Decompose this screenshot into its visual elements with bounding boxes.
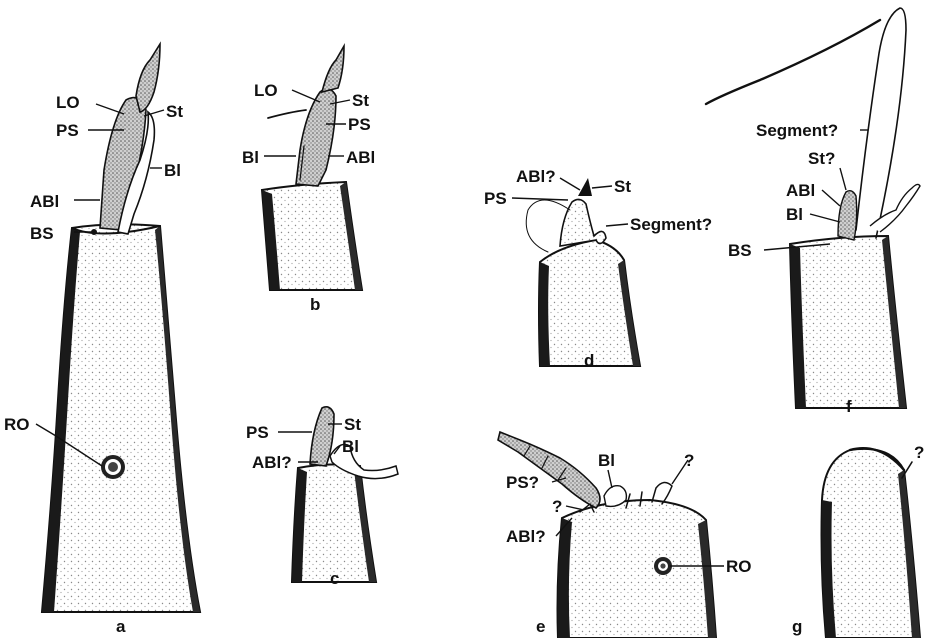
label-a-st: St: [166, 102, 183, 121]
label-c-st: St: [344, 415, 361, 434]
label-e-ps: PS?: [506, 473, 539, 492]
panel-d-tip: [578, 178, 592, 196]
label-d-segment: Segment?: [630, 215, 712, 234]
label-f-segment: Segment?: [756, 121, 838, 140]
panel-letter-g: g: [792, 617, 802, 636]
panel-letter-c: c: [330, 569, 339, 588]
label-a-bs: BS: [30, 224, 54, 243]
panel-d: [526, 178, 640, 366]
label-d-ps: PS: [484, 189, 507, 208]
panel-a-tip: [136, 44, 160, 112]
panel-e-ro-organ: [654, 557, 672, 575]
label-b-lo: LO: [254, 81, 278, 100]
panel-d-apical-lobe: [560, 199, 606, 246]
panel-a-ro-organ: [101, 455, 125, 479]
label-c-abl: ABl?: [252, 453, 292, 472]
label-c-bl: Bl: [342, 437, 359, 456]
panel-letter-a: a: [116, 617, 126, 636]
panel-b-tip: [322, 46, 344, 92]
label-e-bl: Bl: [598, 451, 615, 470]
label-a-abl: ABl: [30, 192, 59, 211]
label-d-abl: ABl?: [516, 167, 556, 186]
label-f-abl: ABl: [786, 181, 815, 200]
label-b-ps: PS: [348, 115, 371, 134]
panel-f-side-seta: [870, 184, 920, 232]
label-a-lo: LO: [56, 93, 80, 112]
label-a-ro: RO: [4, 415, 30, 434]
label-d-st: St: [614, 177, 631, 196]
label-e-q2: ?: [552, 497, 562, 516]
panel-g: [822, 448, 921, 638]
label-a-ps: PS: [56, 121, 79, 140]
label-a-bl: Bl: [164, 161, 181, 180]
panel-e-bl-process: [604, 486, 626, 507]
panel-e-segment-body: [558, 500, 717, 638]
label-f-bs: BS: [728, 241, 752, 260]
panel-f: [706, 8, 920, 408]
label-b-bl: Bl: [242, 148, 259, 167]
panel-f-sensillum: [838, 191, 857, 240]
label-b-st: St: [352, 91, 369, 110]
label-f-bl: Bl: [786, 205, 803, 224]
panel-f-curved-seta: [706, 20, 880, 104]
panel-e-segmented-process: [498, 432, 600, 508]
label-f-st: St?: [808, 149, 835, 168]
label-c-ps: PS: [246, 423, 269, 442]
label-e-abl: ABl?: [506, 527, 546, 546]
panel-letter-d: d: [584, 351, 594, 370]
panel-letter-b: b: [310, 295, 320, 314]
panel-letter-e: e: [536, 617, 545, 636]
label-e-q1: ?: [684, 451, 694, 470]
label-b-abl: ABl: [346, 148, 375, 167]
panel-letters: a b c d e f g: [116, 295, 852, 636]
label-g-q: ?: [914, 443, 924, 462]
label-e-ro: RO: [726, 557, 752, 576]
panel-letter-f: f: [846, 397, 852, 416]
